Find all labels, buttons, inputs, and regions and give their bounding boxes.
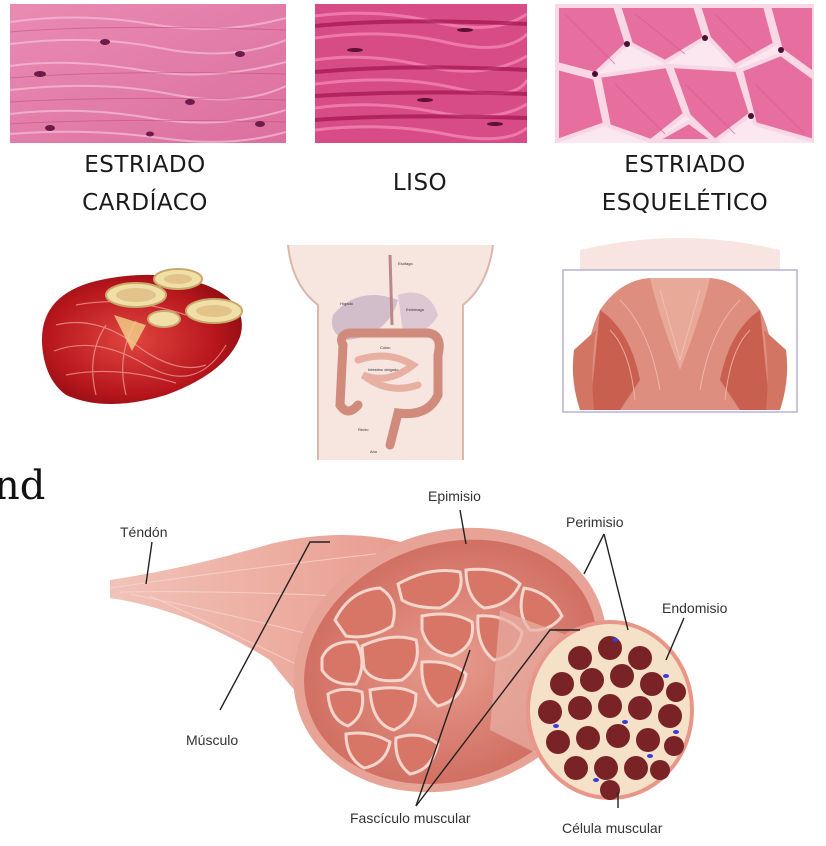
smooth-histology-image [315,4,527,143]
back-muscles-illustration [560,230,800,422]
label-muscle: Músculo [186,732,238,748]
tissue-label-cardiac-line2: CARDÍACO [40,184,250,222]
tissue-label-smooth-line1: LISO [330,164,510,202]
digestive-system-illustration: Esófago Hígado Estómago Colon Intestino … [278,245,503,460]
label-epimysium: Epimisio [428,488,481,504]
tissue-label-cardiac: ESTRIADO CARDÍACO [40,146,250,222]
skeletal-histology-image [555,4,814,143]
digestive-label-rectum: Recto [358,427,369,432]
label-muscle-cell: Célula muscular [562,820,662,836]
label-tendon: Téndón [120,524,167,540]
muscle-structure-diagram: Téndón Epimisio Perimisio Endomisio Músc… [110,480,750,840]
digestive-label-colon: Colon [380,345,390,350]
digestive-label-anus: Ano [370,449,378,454]
label-endomysium: Endomisio [662,600,727,616]
heart-illustration [36,255,256,415]
tissue-label-skeletal-line2: ESQUELÉTICO [570,184,800,222]
digestive-label-stomach: Estómago [406,307,425,312]
digestive-label-liver: Hígado [340,301,354,306]
partial-heading-text: nd [0,462,45,510]
digestive-label-small-intestine: Intestino delgado [368,367,399,372]
digestive-label-esophagus: Esófago [398,261,413,266]
tissue-label-smooth: LISO [330,164,510,202]
label-fascicle: Fascículo muscular [350,810,471,826]
tissue-label-cardiac-line1: ESTRIADO [40,146,250,184]
tissue-label-skeletal: ESTRIADO ESQUELÉTICO [570,146,800,222]
tissue-label-skeletal-line1: ESTRIADO [570,146,800,184]
cardiac-histology-image [10,4,286,143]
label-perimysium: Perimisio [566,514,624,530]
